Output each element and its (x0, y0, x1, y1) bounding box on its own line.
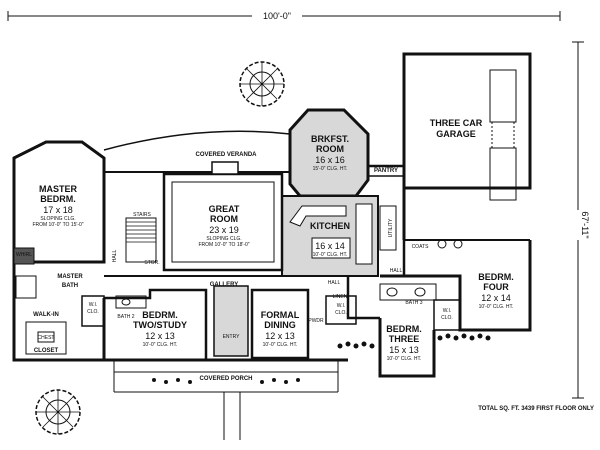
clo-right-label: CLO. (441, 315, 453, 321)
svg-text:TWO/STUDY: TWO/STUDY (133, 320, 187, 330)
clo-left-label: CLO. (87, 309, 99, 315)
house-walls (12, 130, 532, 378)
gallery-label: GALLERY (210, 282, 238, 288)
wi-clo-left-label: W.I. (89, 302, 98, 308)
covered-porch (113, 360, 339, 440)
width-dimension: 100'-0" (7, 8, 561, 22)
svg-text:SLOPING CLG.: SLOPING CLG. (206, 236, 241, 242)
pantry-label: PANTRY (374, 168, 398, 174)
total-sq-ft-label: TOTAL SQ. FT. 3439 FIRST FLOOR ONLY (478, 406, 594, 412)
svg-text:BEDRM.: BEDRM. (478, 272, 514, 282)
tree-top (239, 61, 285, 107)
shrubs (152, 333, 491, 384)
svg-text:10'-0" CLG. HT.: 10'-0" CLG. HT. (387, 356, 422, 362)
svg-text:CHEST: CHEST (38, 335, 55, 341)
svg-text:GARAGE: GARAGE (436, 129, 476, 139)
svg-text:DINING: DINING (264, 320, 296, 330)
svg-text:FROM 10'-0" TO 15'-0": FROM 10'-0" TO 15'-0" (32, 222, 83, 228)
breakfast-room-label: BRKFST. ROOM 16 x 16 15'-0" CLG. HT. (311, 134, 349, 172)
svg-text:ROOM: ROOM (210, 214, 238, 224)
bedroom-three-label: BEDRM. THREE 15 x 13 10'-0" CLG. HT. (386, 324, 422, 362)
entry-label: ENTRY (223, 334, 241, 340)
great-room-label: GREAT ROOM 23 x 19 SLOPING CLG. FROM 10'… (198, 204, 249, 248)
svg-text:FOUR: FOUR (483, 282, 509, 292)
formal-dining-label: FORMAL DINING 12 x 13 10'-0" CLG. HT. (261, 310, 300, 348)
stairs-label: STAIRS (133, 212, 151, 218)
kitchen-label: KITCHEN 16 x 14 10'-0" CLG. HT. (310, 221, 350, 258)
stor-label: STOR. (144, 260, 159, 266)
svg-text:16 x 16: 16 x 16 (315, 155, 345, 165)
svg-text:BATH: BATH (62, 283, 78, 289)
master-bath-label: MASTER BATH (57, 274, 83, 289)
wi-clo-mid-label: W.I. (337, 303, 346, 309)
svg-text:12 x 14: 12 x 14 (481, 293, 511, 303)
svg-text:FROM 10'-0" TO 18'-0": FROM 10'-0" TO 18'-0" (198, 242, 249, 248)
svg-text:BRKFST.: BRKFST. (311, 134, 349, 144)
svg-text:10'-0" CLG. HT.: 10'-0" CLG. HT. (263, 342, 298, 348)
utility-label: UTILITY (388, 218, 394, 237)
svg-text:10'-0" CLG. HT.: 10'-0" CLG. HT. (143, 342, 178, 348)
svg-text:CLOSET: CLOSET (34, 348, 59, 354)
bath2-label: BATH 2 (117, 314, 134, 320)
width-dimension-label: 100'-0" (263, 11, 291, 21)
wi-clo-right-label: W.I. (443, 308, 452, 314)
depth-dimension-label: 67'-11" (580, 211, 590, 238)
hall-left-label: HALL (112, 250, 118, 263)
svg-text:10'-0" CLG. HT.: 10'-0" CLG. HT. (313, 252, 348, 258)
whirl-label: WHIRL (16, 252, 32, 258)
svg-text:MASTER: MASTER (57, 274, 83, 280)
svg-text:WALK-IN: WALK-IN (33, 312, 59, 318)
svg-text:THREE CAR: THREE CAR (430, 118, 483, 128)
svg-text:GREAT: GREAT (209, 204, 240, 214)
garage (402, 52, 532, 241)
garage-label: THREE CAR GARAGE (430, 118, 483, 139)
svg-text:17 x 18: 17 x 18 (43, 205, 73, 215)
svg-text:BEDRM.: BEDRM. (386, 324, 422, 334)
svg-text:SLOPING CLG.: SLOPING CLG. (40, 216, 75, 222)
linen-label: LINEN (333, 294, 348, 300)
svg-text:KITCHEN: KITCHEN (310, 221, 350, 231)
svg-text:ROOM: ROOM (316, 144, 344, 154)
bedroom-two-label: BEDRM. TWO/STUDY 12 x 13 10'-0" CLG. HT. (133, 310, 187, 348)
tree-bottom (35, 389, 81, 435)
svg-text:10'-0" CLG. HT.: 10'-0" CLG. HT. (479, 304, 514, 310)
master-bedroom-label: MASTER BEDRM. 17 x 18 SLOPING CLG. FROM … (32, 184, 83, 228)
pwdr-label: PWDR (308, 318, 324, 324)
svg-text:23 x 19: 23 x 19 (209, 225, 239, 235)
svg-text:16 x 14: 16 x 14 (315, 241, 345, 251)
bedroom-four-label: BEDRM. FOUR 12 x 14 10'-0" CLG. HT. (478, 272, 514, 310)
svg-text:MASTER: MASTER (39, 184, 78, 194)
walk-in-closet-label: WALK-IN CHEST CLOSET (33, 312, 59, 354)
bath3-label: BATH 3 (405, 300, 422, 306)
svg-text:15'-0" CLG. HT.: 15'-0" CLG. HT. (313, 166, 348, 172)
clo-mid-label: CLO. (335, 310, 347, 316)
hall-right-label: HALL (390, 268, 403, 274)
svg-text:BEDRM.: BEDRM. (142, 310, 178, 320)
svg-text:BEDRM.: BEDRM. (40, 194, 76, 204)
depth-dimension: 67'-11" (570, 41, 590, 399)
covered-porch-label: COVERED PORCH (199, 376, 252, 382)
svg-text:12 x 13: 12 x 13 (265, 331, 295, 341)
svg-text:FORMAL: FORMAL (261, 310, 300, 320)
svg-text:THREE: THREE (389, 334, 420, 344)
svg-text:12 x 13: 12 x 13 (145, 331, 175, 341)
svg-text:15 x 13: 15 x 13 (389, 345, 419, 355)
hall-mid-label: HALL (328, 280, 341, 286)
coats-label: COATS (412, 244, 430, 250)
kitchen (281, 195, 379, 277)
covered-veranda-label: COVERED VERANDA (195, 152, 257, 158)
